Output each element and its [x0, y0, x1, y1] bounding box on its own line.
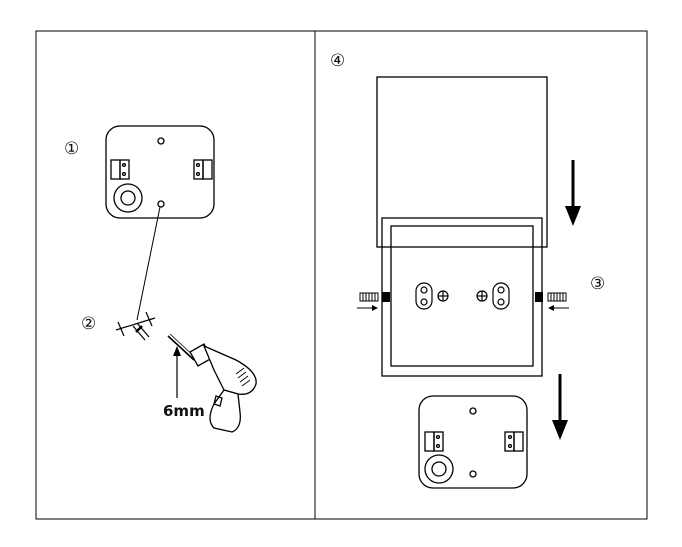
side-screw-right	[535, 292, 569, 311]
mounting-plate-icon	[105, 125, 215, 219]
drill-icon	[167, 333, 257, 433]
arrow-down-icon	[565, 160, 581, 226]
step-4-label: ④	[330, 51, 345, 71]
hole-leader-line	[136, 206, 161, 321]
diagram-frame	[35, 30, 648, 520]
drill-bit-size-label: 6mm	[163, 402, 205, 420]
step-2-label: ②	[81, 314, 96, 334]
step-1-label: ①	[64, 139, 79, 159]
step-3-label: ③	[590, 274, 605, 294]
mounting-plate-icon	[418, 395, 528, 489]
side-screw-left	[357, 292, 390, 311]
device-body-upper	[376, 76, 548, 248]
bit-size-arrowhead	[173, 346, 181, 356]
arrow-down-icon	[552, 374, 568, 440]
wall-anchor-icon	[115, 311, 156, 341]
screw-icon	[415, 282, 510, 310]
